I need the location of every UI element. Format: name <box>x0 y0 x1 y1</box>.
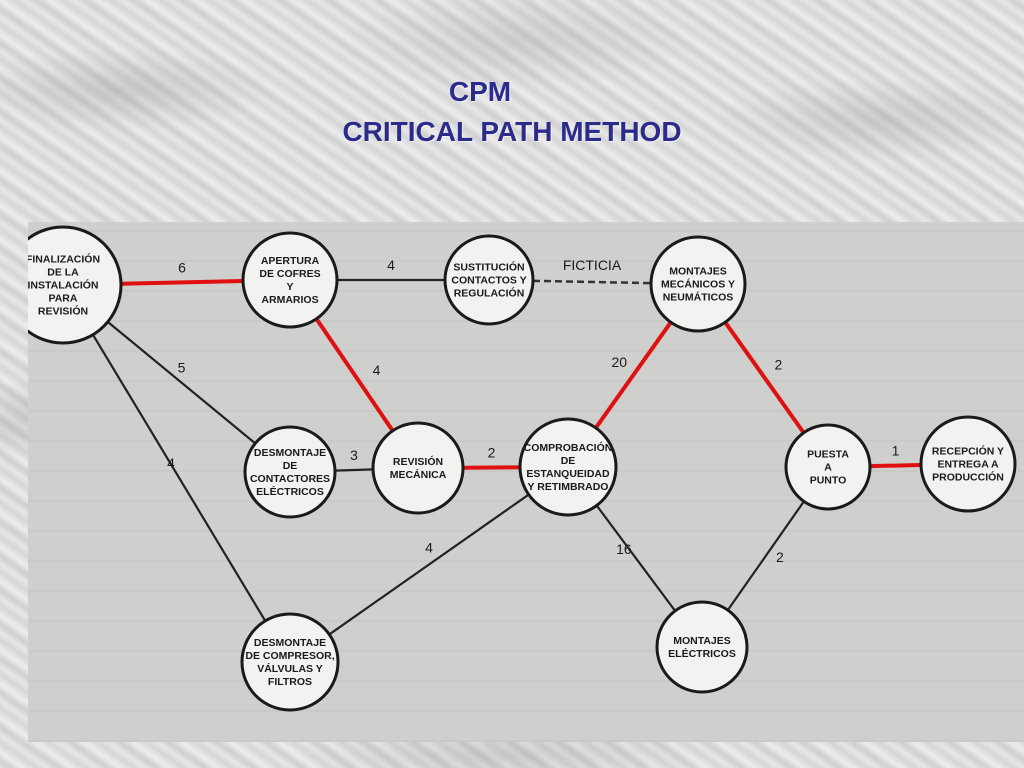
edge-label-n2-n6: 4 <box>373 362 381 378</box>
node-label-line: CONTACTORES <box>250 473 330 485</box>
edge-n11-n8 <box>726 500 805 611</box>
node-circle <box>655 600 749 694</box>
node-label-line: PUNTO <box>810 475 847 487</box>
node-label-line: Y <box>286 281 293 293</box>
edge-label-n11-n8: 2 <box>776 549 784 565</box>
node-label-line: PUESTA <box>807 449 849 461</box>
edge-label-n7-n11: 16 <box>616 541 632 557</box>
node-label-line: DESMONTAJE <box>254 637 326 649</box>
title-full: CRITICAL PATH METHOD <box>342 116 682 147</box>
edge-n1-n10 <box>91 334 267 622</box>
node-label-line: COMPROBACIÓN <box>524 441 613 454</box>
node-label-line: MONTAJES <box>669 266 727 278</box>
edge-n3-n4 <box>532 279 652 285</box>
edge-n1-n5 <box>107 321 256 445</box>
node-label-line: DE <box>283 460 298 472</box>
node-label-line: SUSTITUCIÓN <box>453 261 524 274</box>
node-label-line: REGULACIÓN <box>454 287 525 300</box>
node-label-line: DE COFRES <box>259 268 320 280</box>
node-label-line: CONTACTOS Y <box>451 275 526 287</box>
node-circle <box>243 425 337 519</box>
edge-label-n1-n2: 6 <box>178 259 186 275</box>
node-label-line: FILTROS <box>268 676 312 688</box>
node-circle <box>784 423 872 511</box>
node-label-line: ARMARIOS <box>261 294 318 306</box>
node-label-line: PARA <box>49 293 78 305</box>
edge-n1-n2 <box>120 279 244 286</box>
edge-n4-n8 <box>723 321 806 434</box>
node-label-line: MECÁNICA <box>390 468 447 481</box>
edge-label-n1-n5: 5 <box>178 360 186 376</box>
node-label-line: ELÉCTRICOS <box>256 485 324 498</box>
edge-label-n4-n8: 2 <box>775 357 783 373</box>
node-label-line: DESMONTAJE <box>254 447 326 459</box>
node-circle <box>241 231 339 329</box>
edge-label-n6-n7: 2 <box>488 445 496 461</box>
node-label-line: NEUMÁTICOS <box>663 291 734 304</box>
node-label-line: RECEPCIÓN Y <box>932 445 1004 458</box>
node-label-line: DE <box>561 455 576 467</box>
node-label-line: FINALIZACIÓN <box>28 253 100 266</box>
node-label-line: DE LA <box>47 267 79 279</box>
node-label-line: ENTREGA A <box>937 459 998 471</box>
node-circle <box>28 225 123 345</box>
node-label-line: A <box>824 462 832 474</box>
edge-label-n2-n3: 4 <box>387 257 395 273</box>
edge-n10-n7 <box>328 493 530 636</box>
edge-label-n10-n7: 4 <box>425 540 433 556</box>
node-label-line: ESTANQUEIDAD <box>526 468 610 480</box>
edge-label-n3-n4: FICTICIA <box>563 257 622 273</box>
node-label-line: ELÉCTRICOS <box>668 647 736 660</box>
node-circle <box>371 421 465 515</box>
node-label-line: INSTALACIÓN <box>28 279 98 292</box>
node-label-line: APERTURA <box>261 255 320 267</box>
node-circle <box>919 415 1017 513</box>
edge-n8-n9 <box>869 463 922 469</box>
edge-n2-n6 <box>314 317 395 432</box>
edge-n5-n6 <box>334 468 374 472</box>
node-circle <box>518 417 618 517</box>
edge-label-n1-n10: 4 <box>167 455 175 471</box>
edge-n7-n4 <box>594 321 673 430</box>
node-label-line: REVISIÓN <box>38 305 88 318</box>
node-label-line: REVISIÓN <box>393 455 443 468</box>
edge-n7-n11 <box>595 504 677 612</box>
node-label-line: MONTAJES <box>673 635 731 647</box>
node-label-line: MECÁNICOS Y <box>661 278 735 291</box>
node-label-line: PRODUCCIÓN <box>932 471 1004 484</box>
edge-label-n7-n4: 20 <box>612 354 628 370</box>
node-circle <box>240 612 340 712</box>
node-circle <box>649 235 747 333</box>
node-label-line: VÁLVULAS Y <box>257 662 323 675</box>
edge-label-n8-n9: 1 <box>892 443 900 459</box>
edge-label-n5-n6: 3 <box>350 447 358 463</box>
node-label-line: Y RETIMBRADO <box>528 481 609 493</box>
node-label-line: DE COMPRESOR, <box>245 650 334 662</box>
title-acronym: CPM <box>448 76 512 107</box>
node-circle <box>443 234 535 326</box>
